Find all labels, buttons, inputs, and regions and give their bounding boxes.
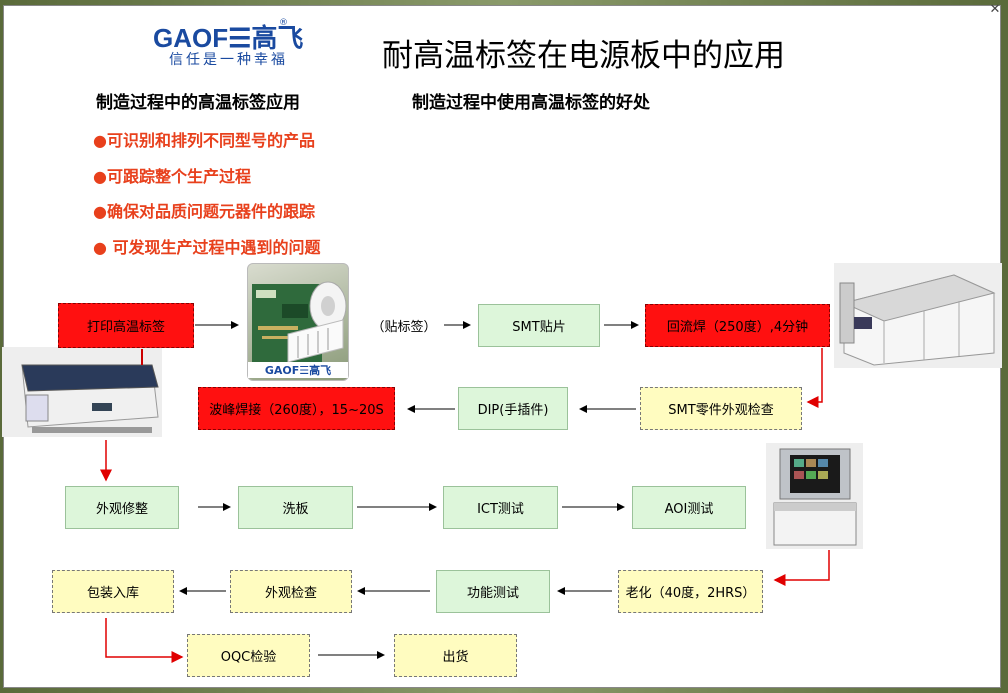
step-ict: ICT测试 xyxy=(443,486,558,529)
step-print-label: 打印高温标签 xyxy=(58,303,194,348)
step-packing: 包装入库 xyxy=(52,570,174,613)
bullet-item: ● 可发现生产过程中遇到的问题 xyxy=(93,238,321,257)
wave-solder-photo xyxy=(2,347,162,437)
step-aoi: AOI测试 xyxy=(632,486,746,529)
reflow-oven-illustration xyxy=(839,274,996,366)
label-pcb-photo: GAOF☰高飞 xyxy=(247,263,349,381)
wave-solder-illustration xyxy=(21,349,159,433)
photo-logo: GAOF☰高飞 xyxy=(248,362,348,378)
step-ship: 出货 xyxy=(394,634,517,677)
arrow xyxy=(105,618,184,663)
step-function-test: 功能测试 xyxy=(436,570,550,613)
step-dip: DIP(手插件) xyxy=(458,387,568,430)
subhead-right: 制造过程中使用高温标签的好处 xyxy=(412,93,650,113)
step-wave-solder: 波峰焊接（260度），15~20S xyxy=(198,387,395,430)
close-icon[interactable]: ✕ xyxy=(989,2,1001,17)
bullet-item: ●可跟踪整个生产过程 xyxy=(93,167,251,186)
page-title: 耐高温标签在电源板中的应用 xyxy=(382,38,785,74)
step-reflow: 回流焊（250度）,4分钟 xyxy=(645,304,830,347)
step-wash: 洗板 xyxy=(238,486,353,529)
reflow-oven-photo xyxy=(834,263,1002,368)
logo-wordmark: GAOF☰高飞 xyxy=(153,23,304,53)
arrow xyxy=(806,348,823,408)
subhead-left: 制造过程中的高温标签应用 xyxy=(96,93,300,113)
arrow xyxy=(773,550,830,586)
logo-slogan: 信任是一种幸福 xyxy=(169,52,288,68)
step-attach-label: （贴标签） xyxy=(371,319,437,335)
step-smt-inspect: SMT零件外观检查 xyxy=(640,387,802,430)
bullet-item: ●确保对品质问题元器件的跟踪 xyxy=(93,202,315,221)
bullet-item: ●可识别和排列不同型号的产品 xyxy=(93,131,315,150)
pcb-label-illustration xyxy=(252,281,347,363)
gaofei-logo: GAOF☰高飞 ® 信任是一种幸福 xyxy=(153,18,348,68)
aoi-machine-photo xyxy=(766,443,863,549)
step-smt: SMT贴片 xyxy=(478,304,600,347)
aoi-machine-illustration xyxy=(773,448,857,546)
step-aging: 老化（40度，2HRS） xyxy=(618,570,763,613)
step-visual-check: 外观检查 xyxy=(230,570,352,613)
step-oqc: OQC检验 xyxy=(187,634,310,677)
step-visual-trim: 外观修整 xyxy=(65,486,179,529)
registered-mark: ® xyxy=(279,18,288,28)
